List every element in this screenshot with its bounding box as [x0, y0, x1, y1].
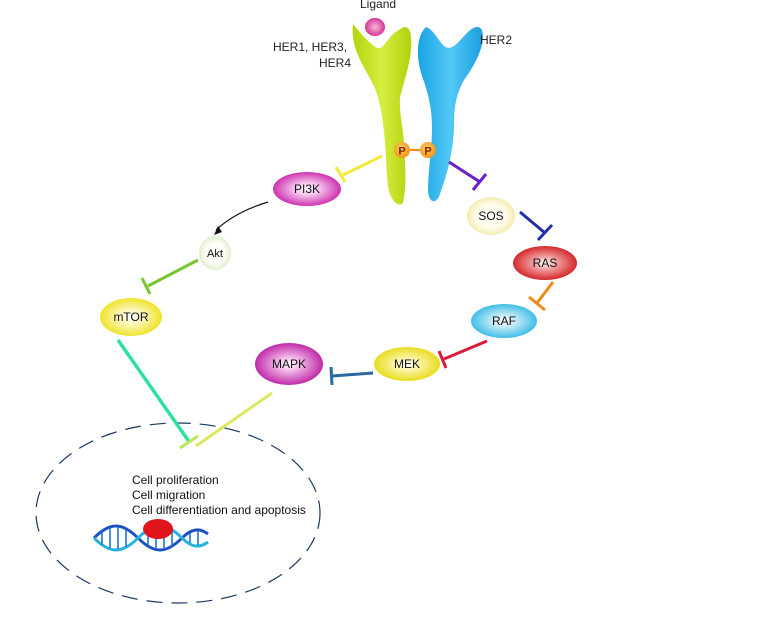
protein-blob	[143, 519, 173, 539]
mapk-node	[255, 343, 323, 385]
phosphate-left	[394, 142, 410, 158]
ligand-label: Ligand	[360, 0, 397, 11]
raf-node	[471, 304, 537, 338]
her-left-receptor	[352, 24, 412, 205]
her-left-label: HER1, HER3,	[273, 40, 348, 54]
sos-label: SOS	[478, 209, 503, 223]
her-left-label-2: HER4	[319, 56, 352, 70]
cellular-outcomes: Cell proliferation Cell migration Cell d…	[132, 473, 306, 518]
ras-node	[513, 246, 577, 280]
mapk-label: MAPK	[272, 357, 306, 371]
outcome-proliferation: Cell proliferation	[132, 473, 219, 487]
mek-node	[374, 347, 440, 381]
outcome-differentiation: Cell differentiation and apoptosis	[132, 503, 306, 517]
sos-node	[467, 197, 515, 235]
phosphate-left-label: P	[398, 146, 405, 158]
ras-label: RAS	[533, 256, 558, 270]
phosphate-right	[420, 142, 436, 158]
pi3k-label: PI3K	[294, 182, 320, 196]
mtor-node	[100, 298, 162, 336]
her2-receptor	[417, 27, 483, 202]
outcome-migration: Cell migration	[132, 488, 206, 502]
pi3k-node	[273, 172, 341, 206]
ligand-icon	[365, 18, 385, 36]
akt-label: Akt	[207, 248, 223, 260]
phosphate-right-label: P	[424, 146, 431, 158]
mtor-label: mTOR	[113, 310, 148, 324]
akt-node	[199, 236, 231, 270]
mek-label: MEK	[394, 357, 420, 371]
raf-label: RAF	[492, 314, 516, 328]
dna-icon	[92, 519, 209, 552]
her2-label: HER2	[480, 33, 513, 47]
